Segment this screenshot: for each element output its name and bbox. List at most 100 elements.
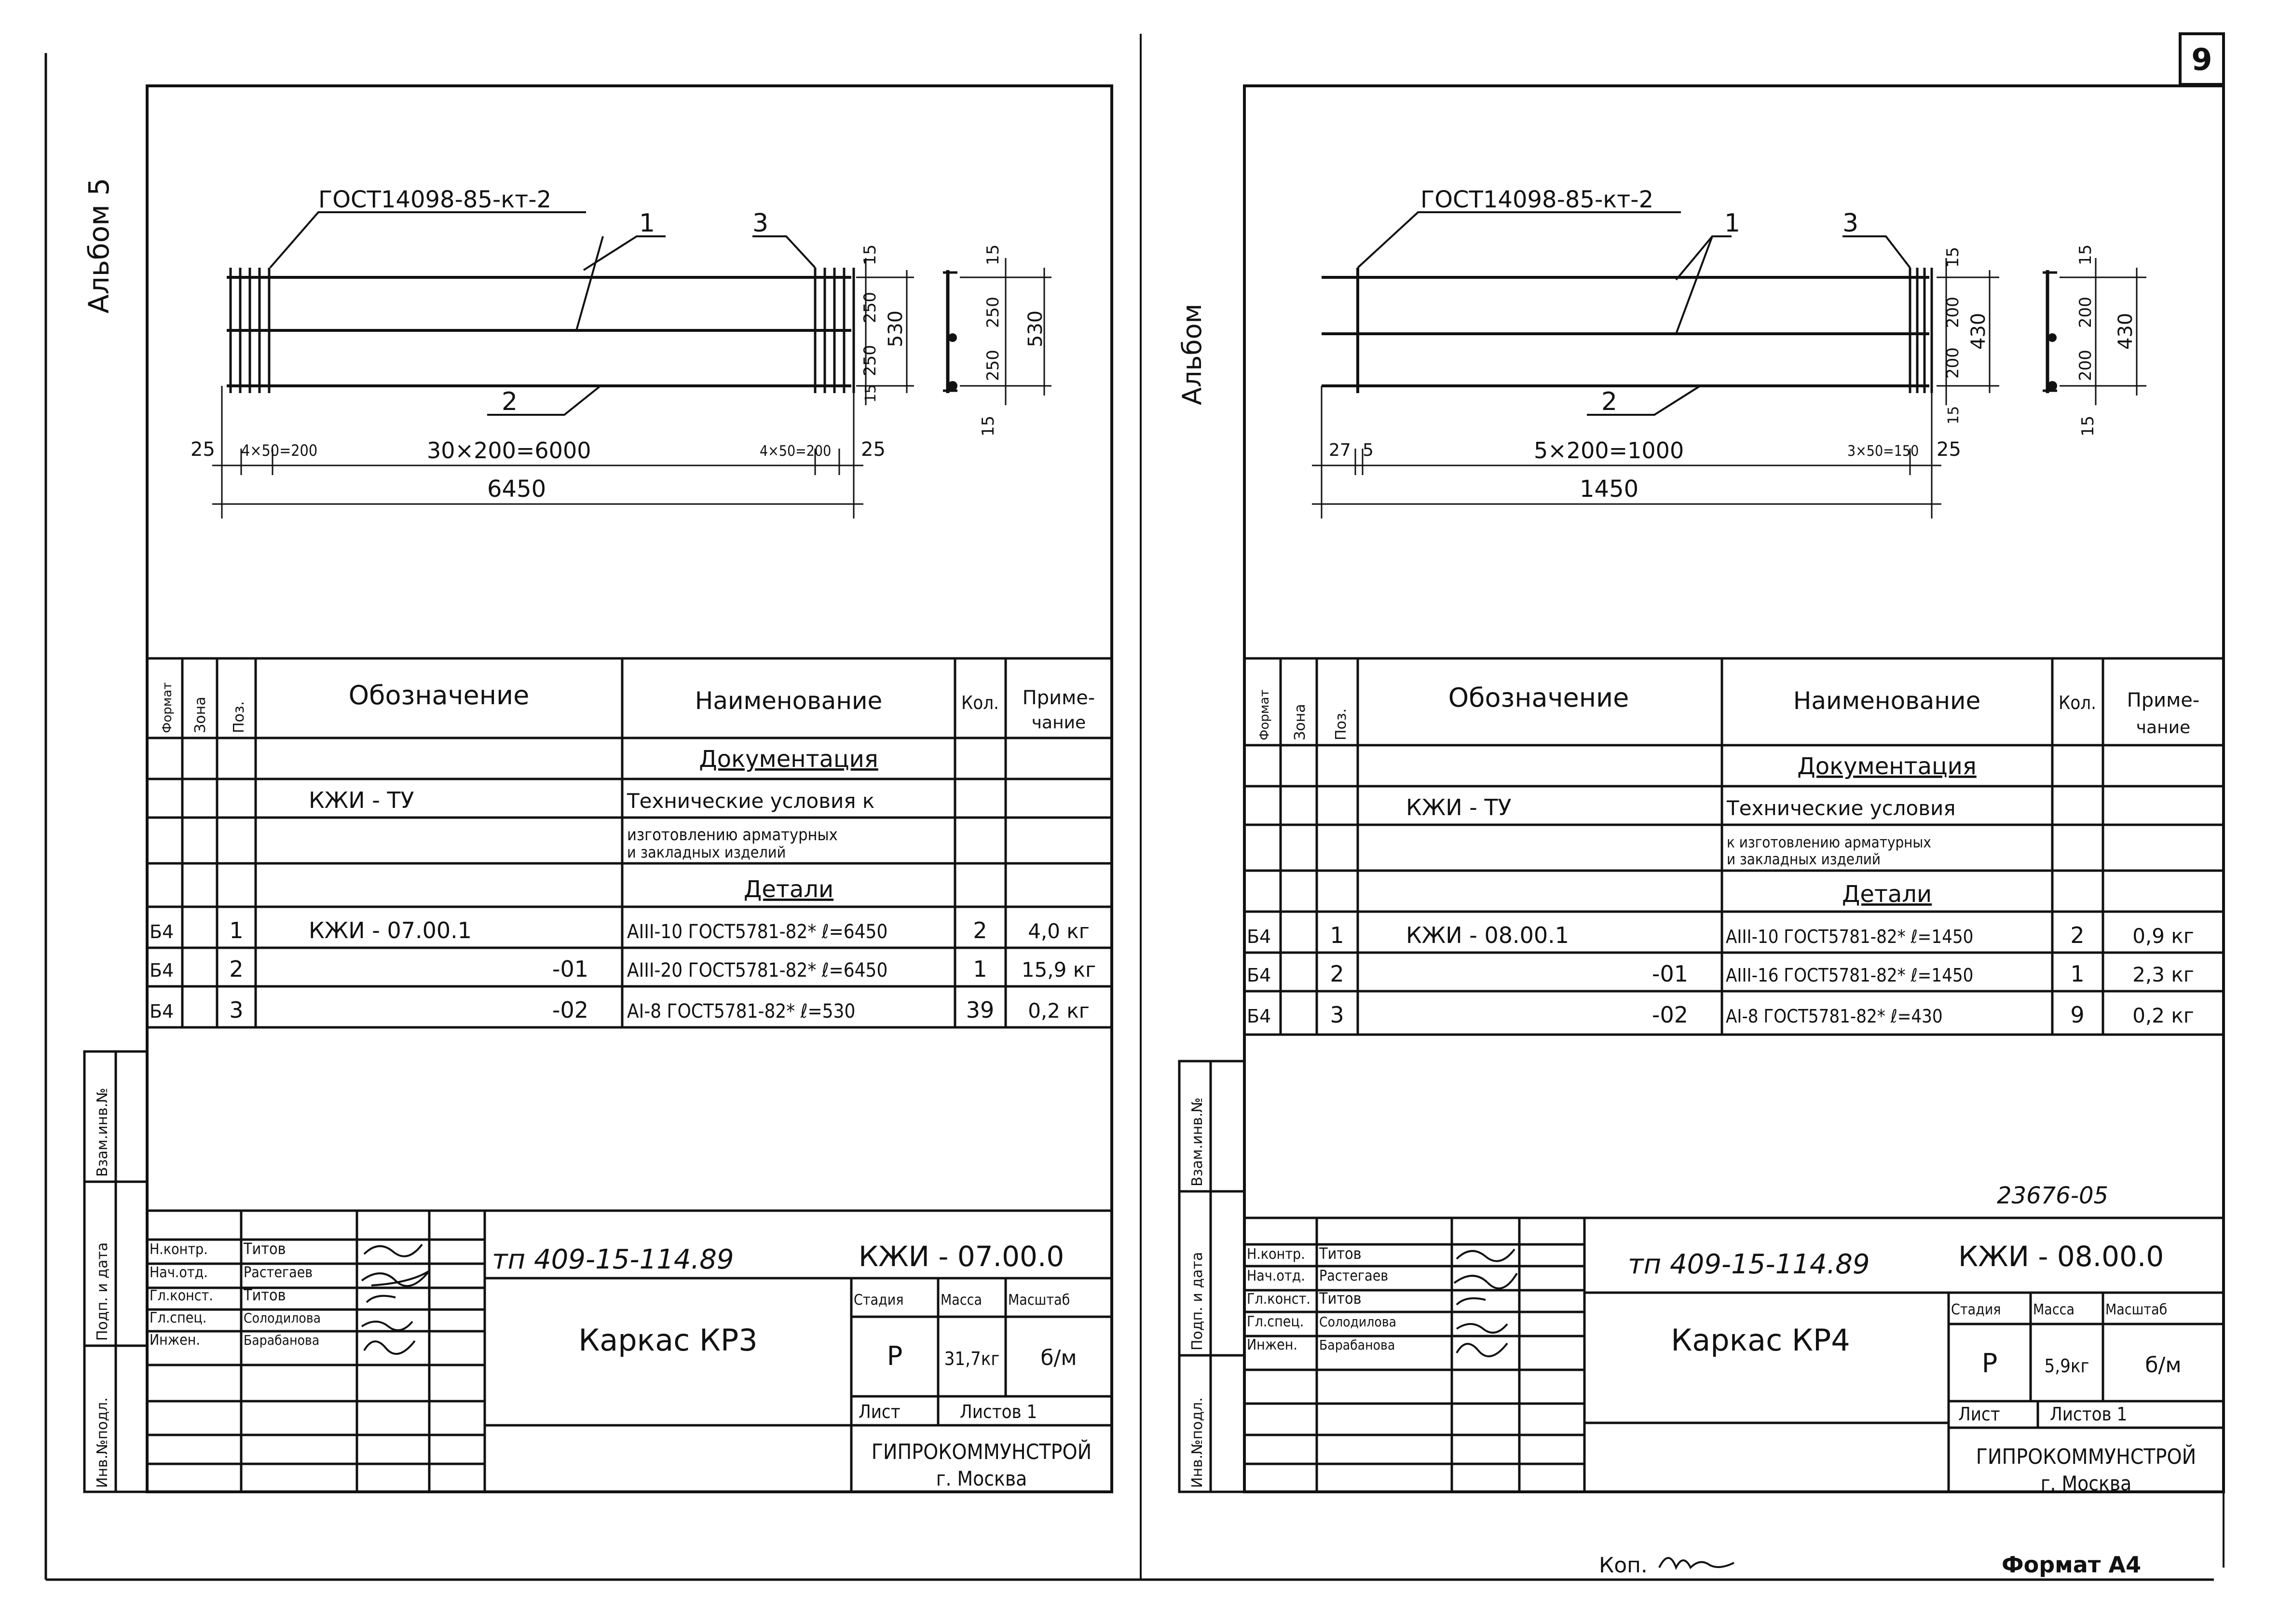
section-docs: Документация (699, 746, 878, 773)
dim-bottom-4: 4×50=200 (760, 443, 831, 460)
row-designation: -02 (552, 997, 588, 1023)
drawing-code: КЖИ - 08.00.0 (1958, 1240, 2164, 1273)
dim-top-5: 430 (1967, 313, 1990, 350)
album-label: Альбом (1177, 304, 1207, 405)
row-qty: 2 (973, 917, 987, 943)
sheets-count: Листов 1 (960, 1401, 1037, 1422)
archive-number: 23676-05 (1997, 1182, 2108, 1209)
stage-label: Стадия (854, 1292, 904, 1309)
sheet-label: Лист (1958, 1404, 2000, 1425)
dim-side-5: 430 (2115, 313, 2137, 350)
rebar-cage-drawing (212, 211, 1051, 519)
staff-role: Н.контр. (1247, 1246, 1305, 1263)
col-note-1: Приме- (2127, 689, 2200, 711)
row-pos: 1 (1330, 922, 1344, 948)
row-qty: 1 (973, 956, 987, 982)
doc-name-3: и закладных изделий (627, 843, 786, 861)
col-note-1: Приме- (1023, 687, 1095, 709)
dim-top-1: 15 (1943, 247, 1963, 268)
col-note-2: чание (1032, 713, 1086, 733)
drawing-title: Каркас КР4 (1671, 1323, 1850, 1358)
row-note: 2,3 кг (2132, 963, 2194, 986)
col-format: Формат (1257, 690, 1272, 741)
doc-designation: КЖИ - ТУ (1406, 794, 1512, 820)
row-qty: 1 (2070, 961, 2084, 987)
row-qty: 2 (2070, 922, 2084, 948)
drawing-title: Каркас КР3 (578, 1323, 757, 1358)
sheets-count: Листов 1 (2050, 1404, 2127, 1425)
footer: Коп. Формат А4 (1599, 1552, 2141, 1578)
staff-role: Н.контр. (150, 1241, 208, 1258)
col-format: Формат (160, 682, 175, 734)
dim-side-4: 15 (979, 416, 998, 437)
col-qty: Кол. (2059, 692, 2096, 713)
project-number: тп 409-15-114.89 (492, 1244, 734, 1275)
section-parts: Детали (1842, 881, 1932, 908)
staff-role: Инжен. (150, 1332, 200, 1349)
col-pos: Поз. (1333, 709, 1350, 740)
signatures (361, 1243, 430, 1355)
doc-designation: КЖИ - ТУ (309, 787, 414, 813)
dim-top-4: 15 (1945, 406, 1962, 424)
callout-2: 2 (502, 387, 518, 416)
dim-overall: 1450 (1580, 476, 1638, 503)
row-pos: 3 (1330, 1002, 1344, 1028)
dim-top-4: 15 (862, 384, 879, 403)
margin-label-exchange: Взам.инв.№ (94, 1088, 111, 1177)
spec-row: Б4 1 КЖИ - 07.00.1 АIII-10 ГОСТ5781-82* … (150, 917, 1090, 943)
title-block (147, 1209, 1112, 1492)
row-name: АIII-20 ГОСТ5781-82* ℓ=6450 (627, 959, 887, 982)
row-name: АIII-16 ГОСТ5781-82* ℓ=1450 (1726, 965, 1973, 986)
col-zone: Зона (192, 696, 209, 733)
margin-label-signature: Подп. и дата (94, 1242, 111, 1341)
dim-top-2: 200 (1943, 297, 1963, 328)
sheet-right: Альбом (1177, 84, 2225, 1495)
row-designation: -02 (1652, 1002, 1688, 1028)
col-qty: Кол. (961, 692, 999, 713)
mass-label: Масса (941, 1292, 982, 1309)
dim-bottom-4: 3×50=150 (1847, 443, 1919, 460)
row-pos: 3 (229, 997, 243, 1023)
margin-label-signature: Подп. и дата (1189, 1252, 1206, 1351)
callout-1: 1 (1724, 209, 1740, 238)
gost-label: ГОСТ14098-85-кт-2 (1420, 186, 1653, 213)
margin-label-inventory: Инв.№подл. (1189, 1397, 1206, 1488)
staff-name: Титов (243, 1286, 286, 1304)
mass-value: 5,9кг (2045, 1355, 2089, 1377)
row-format: Б4 (150, 960, 174, 981)
staff-name: Барабанова (1319, 1337, 1395, 1353)
spec-row: Б4 3 -02 АI-8 ГОСТ5781-82* ℓ=530 39 0,2 … (150, 997, 1090, 1023)
row-qty: 39 (966, 997, 995, 1023)
city: г. Москва (936, 1467, 1027, 1490)
staff-name: Барабанова (244, 1332, 319, 1348)
staff-name: Растегаев (1319, 1268, 1388, 1284)
dim-bottom-5: 25 (861, 438, 886, 461)
dim-bottom-1: 27 (1329, 440, 1351, 460)
stage-value: Р (887, 1341, 903, 1371)
staff-name: Солодилова (1319, 1314, 1396, 1330)
col-zone: Зона (1292, 704, 1309, 740)
margin-stamp (83, 1050, 149, 1493)
col-designation: Обозначение (1448, 682, 1629, 713)
city: г. Москва (2041, 1472, 2132, 1495)
row-pos: 2 (229, 956, 243, 982)
dim-side-5: 530 (1024, 311, 1047, 347)
callout-3: 3 (1842, 209, 1858, 238)
sheet-label: Лист (859, 1401, 901, 1422)
scale-value: б/м (2145, 1353, 2181, 1378)
spec-table (1244, 657, 2224, 1036)
project-number: тп 409-15-114.89 (1628, 1249, 1870, 1280)
page-number-box: 9 (2179, 32, 2225, 86)
row-designation: КЖИ - 07.00.1 (309, 917, 472, 943)
spec-row: Б4 1 КЖИ - 08.00.1 АIII-10 ГОСТ5781-82* … (1247, 922, 2194, 948)
dim-overall: 6450 (487, 476, 546, 503)
doc-name-1: Технические условия к (627, 789, 874, 813)
gost-label: ГОСТ14098-85-кт-2 (318, 186, 551, 213)
dim-bottom-2: 4×50=200 (241, 441, 317, 460)
row-note: 0,9 кг (2132, 924, 2194, 948)
dim-bottom-1: 25 (191, 438, 215, 461)
staff-name: Растегаев (244, 1264, 313, 1281)
rebar-cage-drawing (1312, 211, 2146, 519)
